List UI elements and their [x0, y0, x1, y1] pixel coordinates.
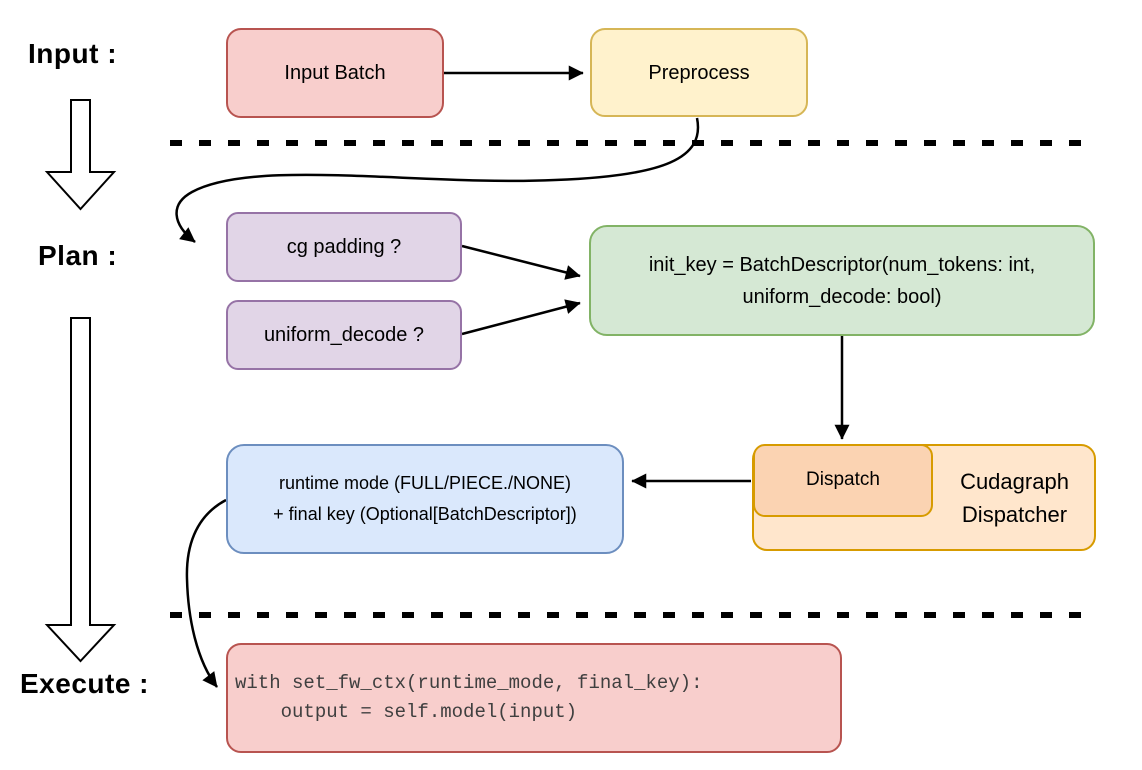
connector-runtimemode-to-execute: [185, 498, 227, 688]
node-runtime-mode-line1: runtime mode (FULL/PIECE./NONE): [278, 473, 572, 494]
node-cudagraph-dispatcher-line1: Cudagraph: [960, 468, 1069, 494]
execute-stage-label: Execute :: [20, 668, 149, 699]
input-to-plan-arrow-icon: [44, 99, 117, 211]
node-init-key-line2: uniform_decode: bool): [742, 285, 942, 308]
connector-preprocess-to-cgpadding: [175, 117, 700, 243]
node-input-batch-label: Input Batch: [284, 62, 386, 84]
node-dispatch: Dispatch: [753, 444, 933, 517]
node-execute-code-line1: with set_fw_ctx(runtime_mode, final_key)…: [235, 671, 703, 694]
plan-stage-label: Plan :: [38, 240, 118, 271]
connector-cgpadding-to-initkey: [461, 244, 581, 280]
node-runtime-mode-line2: + final key (Optional[BatchDescriptor]): [273, 504, 577, 524]
node-cudagraph-dispatcher-line2: Dispatcher: [961, 501, 1068, 527]
node-execute-code: with set_fw_ctx(runtime_mode, final_key)…: [226, 643, 842, 753]
plan-to-execute-arrow-icon: [44, 317, 117, 663]
connector-uniformdecode-to-initkey: [461, 299, 581, 336]
node-init-key: init_key = BatchDescriptor(num_tokens: i…: [589, 225, 1095, 336]
node-input-batch: Input Batch: [226, 28, 444, 118]
node-uniform-decode-label: uniform_decode ?: [263, 324, 425, 346]
node-preprocess: Preprocess: [590, 28, 808, 117]
node-cudagraph-dispatcher-label: Cudagraph Dispatcher: [933, 444, 1096, 551]
node-runtime-mode: runtime mode (FULL/PIECE./NONE) + final …: [226, 444, 624, 554]
node-init-key-line1: init_key = BatchDescriptor(num_tokens: i…: [648, 253, 1036, 276]
node-uniform-decode: uniform_decode ?: [226, 300, 462, 370]
node-cg-padding: cg padding ?: [226, 212, 462, 282]
node-dispatch-label: Dispatch: [806, 469, 880, 491]
node-preprocess-label: Preprocess: [648, 61, 750, 84]
input-stage-label: Input :: [28, 38, 118, 69]
node-execute-code-line2: output = self.model(input): [235, 701, 578, 723]
node-cg-padding-label: cg padding ?: [286, 236, 402, 258]
